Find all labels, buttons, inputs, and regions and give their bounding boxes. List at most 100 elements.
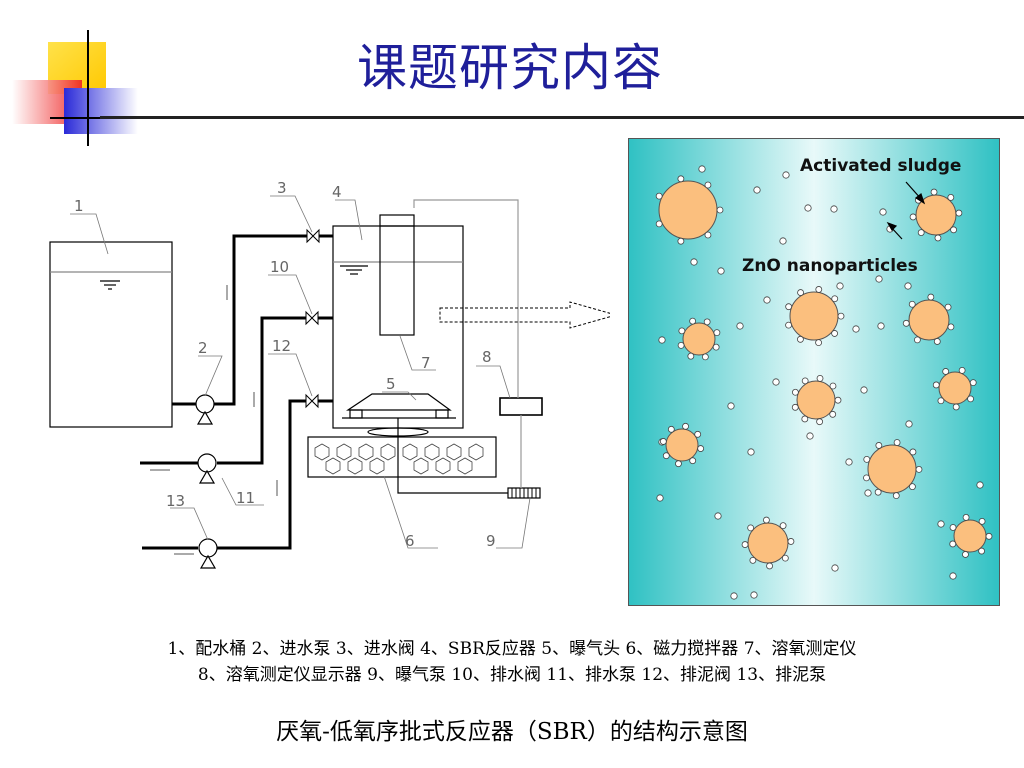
zno-particle — [905, 420, 913, 428]
zno-particle — [682, 422, 689, 430]
zno-particle — [804, 204, 812, 212]
zno-particle — [716, 206, 724, 214]
label-zno-nanoparticles: ZnO nanoparticles — [742, 256, 918, 276]
label-5: 5 — [386, 375, 396, 393]
legend-line-2: 8、溶氧测定仪显示器 9、曝气泵 10、排水阀 11、排水泵 12、排泥阀 13… — [197, 665, 827, 685]
zno-particle — [766, 562, 773, 570]
zno-particle — [829, 410, 837, 418]
legend-text: 1、配水桶 2、进水泵 3、进水阀 4、SBR反应器 5、曝气头 6、磁力搅拌器… — [40, 636, 984, 688]
do-meter — [499, 397, 543, 416]
sludge-floc — [915, 194, 957, 236]
zno-particle — [749, 556, 757, 564]
zno-particle — [763, 296, 771, 304]
zno-particle — [779, 522, 787, 530]
legend-line-1: 1、配水桶 2、进水泵 3、进水阀 4、SBR反应器 5、曝气头 6、磁力搅拌器… — [167, 639, 857, 659]
zno-particle — [950, 226, 957, 234]
zno-particle — [747, 448, 755, 456]
zno-particle — [677, 237, 685, 245]
label-2: 2 — [198, 339, 208, 357]
zno-particle — [930, 188, 938, 196]
zno-particle — [772, 378, 780, 386]
drain-pump — [197, 453, 217, 473]
sludge-floc — [867, 444, 917, 494]
zno-particle — [698, 165, 706, 173]
zno-particle — [791, 403, 799, 411]
water-tank — [49, 241, 173, 428]
zno-particle — [875, 275, 883, 283]
zno-particle — [667, 425, 675, 433]
sludge-floc — [908, 299, 950, 341]
label-12: 12 — [272, 337, 291, 355]
sludge-floc — [796, 380, 836, 420]
sludge-floc — [747, 522, 789, 564]
zno-particle — [836, 282, 844, 290]
zno-particle — [655, 192, 663, 200]
zno-particle — [701, 353, 709, 361]
zno-particle — [937, 397, 945, 405]
zno-particle — [655, 220, 663, 228]
zno-particle — [852, 325, 860, 333]
zno-particle — [662, 452, 670, 460]
zno-particle — [791, 388, 799, 396]
zno-particle — [787, 538, 795, 545]
label-activated-sludge: Activated sludge — [800, 156, 961, 176]
zno-particle — [741, 541, 749, 548]
label-3: 3 — [277, 179, 287, 197]
zno-particle — [845, 458, 853, 466]
zno-particle — [834, 396, 842, 404]
zno-particle — [949, 524, 957, 531]
zno-particle — [815, 339, 822, 347]
zno-particle — [763, 516, 770, 524]
zno-particle — [962, 551, 969, 558]
zno-particle — [687, 352, 695, 360]
zno-particle — [958, 366, 966, 374]
inlet-valve — [306, 228, 320, 244]
label-6: 6 — [405, 532, 415, 550]
zno-particle — [801, 415, 809, 423]
sludge-floc — [665, 428, 699, 462]
zno-particle — [892, 492, 900, 500]
zno-particle — [677, 341, 685, 349]
zno-particle — [917, 229, 925, 236]
zno-particle — [781, 554, 789, 562]
zno-particle — [864, 489, 872, 497]
zno-particle — [690, 258, 698, 266]
zno-particle — [952, 403, 960, 411]
zno-particle — [736, 322, 744, 330]
zno-particle — [675, 460, 682, 468]
label-1: 1 — [74, 197, 84, 215]
zno-particle — [816, 374, 824, 382]
label-8: 8 — [482, 348, 492, 366]
zno-particle — [969, 379, 977, 387]
sludge-pump — [198, 538, 218, 558]
zno-particle — [860, 386, 868, 394]
label-7: 7 — [421, 354, 431, 372]
zno-particle — [713, 329, 721, 337]
label-10: 10 — [270, 258, 289, 276]
zno-particle — [877, 322, 885, 330]
zno-particle — [677, 175, 685, 183]
sludge-valve — [305, 393, 319, 409]
header-rule — [100, 116, 1024, 119]
zno-particle — [908, 300, 916, 308]
zno-particle — [703, 318, 711, 326]
zno-particle — [909, 483, 916, 491]
sludge-floc — [789, 291, 839, 341]
zoom-arrow — [439, 301, 618, 329]
zno-particle — [863, 455, 871, 463]
nanoparticle-panel: Activated sludge ZnO nanoparticles — [628, 138, 1000, 606]
zno-particle — [678, 327, 686, 335]
zno-particle — [837, 312, 845, 320]
zno-particle — [875, 442, 883, 449]
figure-caption: 厌氧-低氧序批式反应器（SBR）的结构示意图 — [276, 719, 748, 745]
zno-particle — [831, 330, 839, 337]
zno-particle — [779, 237, 787, 245]
zno-particle — [753, 186, 761, 194]
zno-particle — [904, 282, 912, 290]
zno-particle — [717, 267, 725, 275]
sbr-schematic: 1 2 3 4 5 6 7 8 9 10 11 12 13 — [30, 170, 618, 574]
zno-particle — [727, 402, 735, 410]
zno-particle — [797, 335, 804, 343]
zno-particle — [714, 512, 722, 520]
zno-particle — [947, 323, 955, 331]
